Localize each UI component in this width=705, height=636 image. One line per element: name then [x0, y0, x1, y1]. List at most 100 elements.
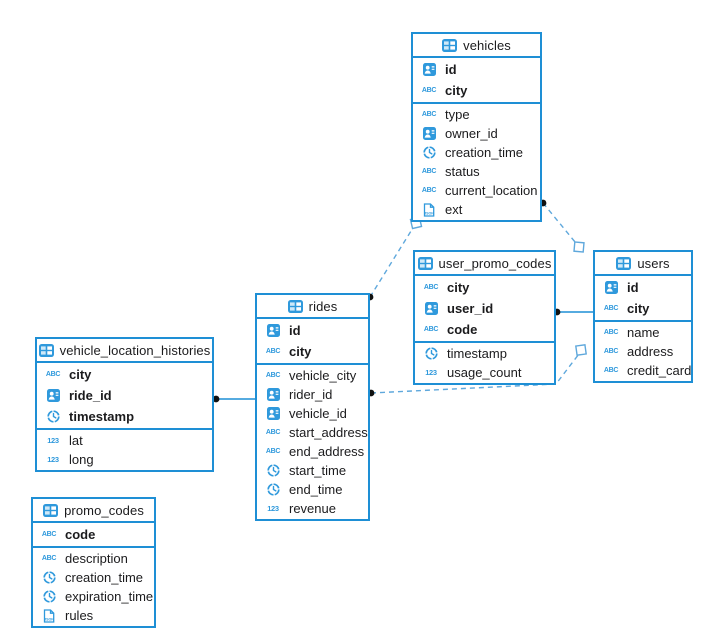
- clock-type-icon: [43, 410, 63, 423]
- column-name: revenue: [289, 501, 336, 516]
- column-row-start_time[interactable]: start_time: [257, 461, 368, 480]
- column-name: id: [445, 62, 457, 77]
- clock-type-icon: [263, 464, 283, 477]
- column-row-credit_card[interactable]: ABC credit_card: [595, 361, 691, 380]
- table-header-user_promo_codes[interactable]: user_promo_codes: [415, 252, 554, 276]
- column-row-expiration_time[interactable]: expiration_time: [33, 587, 154, 606]
- column-row-id[interactable]: id: [257, 320, 368, 341]
- table-header-promo_codes[interactable]: promo_codes: [33, 499, 154, 523]
- clock-type-icon: [421, 347, 441, 360]
- column-name: user_id: [447, 301, 494, 316]
- text-type-icon: ABC: [421, 168, 437, 175]
- table-header-rides[interactable]: rides: [257, 295, 368, 319]
- text-type-icon: ABC: [421, 187, 437, 194]
- text-type-icon: ABC: [603, 329, 619, 336]
- column-name: credit_card: [627, 363, 691, 378]
- text-type-icon: ABC: [265, 448, 281, 455]
- relation-endpoint-diamond: [573, 241, 585, 253]
- column-row-ride_id[interactable]: ride_id: [37, 385, 212, 406]
- column-row-vehicle_id[interactable]: vehicle_id: [257, 404, 368, 423]
- relation-vehicle_location_histories-rides[interactable]: [212, 395, 255, 403]
- column-row-status[interactable]: ABC status: [413, 162, 540, 181]
- column-name: city: [447, 280, 470, 295]
- id-type-icon: [43, 389, 63, 402]
- column-name: city: [445, 83, 468, 98]
- relation-line[interactable]: [369, 222, 417, 298]
- column-row-timestamp[interactable]: timestamp: [415, 344, 554, 363]
- column-name: start_time: [289, 463, 347, 478]
- column-name: vehicle_id: [289, 406, 347, 421]
- column-name: lat: [69, 433, 83, 448]
- text-type-icon: ABC: [423, 326, 439, 333]
- number-type-icon: 123: [267, 503, 279, 513]
- column-row-revenue[interactable]: 123 revenue: [257, 499, 368, 518]
- column-name: description: [65, 551, 128, 566]
- id-type-icon: [263, 324, 283, 337]
- column-name: vehicle_city: [289, 368, 357, 383]
- column-name: city: [627, 301, 650, 316]
- text-type-icon: ABC: [41, 531, 57, 538]
- column-row-timestamp[interactable]: timestamp: [37, 406, 212, 427]
- column-row-end_time[interactable]: end_time: [257, 480, 368, 499]
- column-name: expiration_time: [65, 589, 154, 604]
- column-name: city: [289, 344, 312, 359]
- column-row-rider_id[interactable]: rider_id: [257, 385, 368, 404]
- table-header-vehicles[interactable]: vehicles: [413, 34, 540, 58]
- column-row-user_id[interactable]: user_id: [415, 298, 554, 319]
- text-type-icon: ABC: [603, 348, 619, 355]
- column-row-start_address[interactable]: ABC start_address: [257, 423, 368, 442]
- column-name: start_address: [289, 425, 368, 440]
- relation-user_promo_codes-users[interactable]: [553, 308, 593, 316]
- column-name: rules: [65, 608, 94, 623]
- column-row-creation_time[interactable]: creation_time: [33, 568, 154, 587]
- column-row-id[interactable]: id: [413, 59, 540, 80]
- relation-vehicles-users[interactable]: [539, 199, 585, 253]
- text-type-icon: ABC: [421, 87, 437, 94]
- relation-line[interactable]: [542, 202, 581, 249]
- column-name: status: [445, 164, 480, 179]
- number-type-icon: 123: [47, 454, 59, 464]
- id-type-icon: [419, 63, 439, 76]
- column-row-owner_id[interactable]: owner_id: [413, 124, 540, 143]
- text-type-icon: ABC: [265, 429, 281, 436]
- table-title: users: [637, 255, 670, 271]
- text-type-icon: ABC: [603, 367, 619, 374]
- column-row-id[interactable]: id: [595, 277, 691, 298]
- table-header-users[interactable]: users: [595, 252, 691, 276]
- table-header-vehicle_location_histories[interactable]: vehicle_location_histories: [37, 339, 212, 363]
- clock-type-icon: [419, 146, 439, 159]
- column-row-creation_time[interactable]: creation_time: [413, 143, 540, 162]
- column-row-city[interactable]: ABC city: [413, 80, 540, 101]
- id-type-icon: [601, 281, 621, 294]
